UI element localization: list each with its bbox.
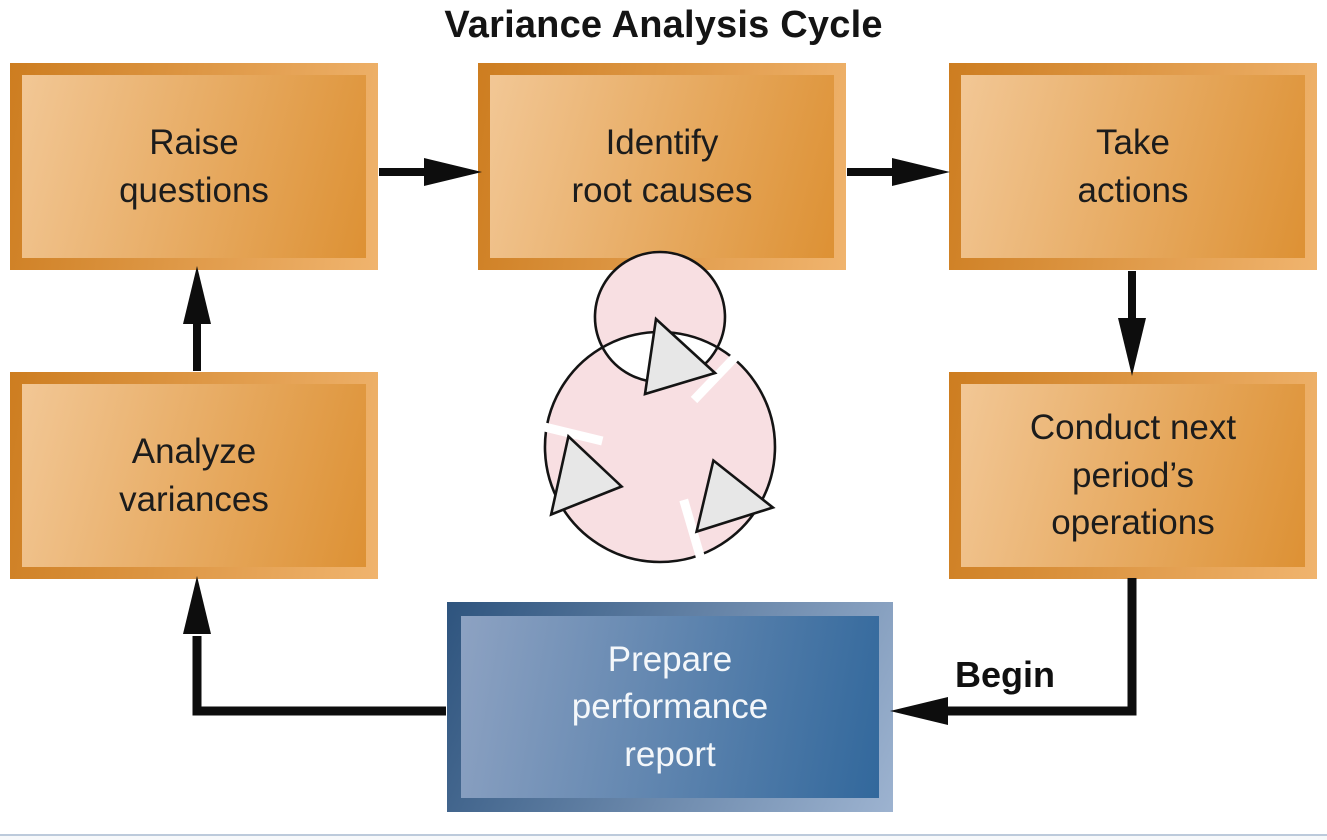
node-identify-root-causes-label: Identify root causes xyxy=(571,122,753,210)
node-raise-questions-label: Raise questions xyxy=(119,122,269,210)
cycle-arrowhead-top xyxy=(643,316,742,404)
node-raise-questions: Raise questions xyxy=(10,63,378,270)
node-raise-questions-fill: Raise questions xyxy=(22,75,366,258)
node-take-actions-fill: Take actions xyxy=(961,75,1305,258)
node-analyze-variances-fill: Analyze variances xyxy=(22,384,366,567)
node-conduct-next-period: Conduct next period’s operations xyxy=(949,372,1317,579)
node-prepare-performance-report-label: Prepare performance report xyxy=(571,639,769,774)
node-analyze-variances-label: Analyze variances xyxy=(119,431,269,519)
cycle-arrows-icon xyxy=(539,250,777,564)
node-prepare-performance-report: Prepare performance report xyxy=(447,602,893,812)
arrow-raise-to-identify xyxy=(379,158,482,186)
node-conduct-next-period-label: Conduct next period’s operations xyxy=(1029,408,1237,543)
node-prepare-performance-report-fill: Prepare performance report xyxy=(461,616,879,798)
arrow-identify-to-take xyxy=(847,158,950,186)
arrow-prepare-to-analyze xyxy=(183,576,446,716)
node-take-actions-label: Take actions xyxy=(1077,122,1189,210)
node-identify-root-causes-fill: Identify root causes xyxy=(490,75,834,258)
arrow-conduct-to-prepare xyxy=(890,578,1137,725)
node-take-actions: Take actions xyxy=(949,63,1317,270)
begin-label: Begin xyxy=(954,654,1055,695)
node-analyze-variances: Analyze variances xyxy=(10,372,378,579)
arrow-take-to-conduct xyxy=(1118,271,1146,376)
diagram-title: Variance Analysis Cycle xyxy=(444,4,883,46)
footer-rule xyxy=(0,834,1327,836)
cycle-arrowhead-right xyxy=(679,458,776,563)
node-conduct-next-period-fill: Conduct next period’s operations xyxy=(961,384,1305,567)
node-identify-root-causes: Identify root causes xyxy=(478,63,846,270)
footer-gap xyxy=(0,836,1327,840)
cycle-ring xyxy=(543,250,777,564)
arrow-analyze-to-raise xyxy=(183,266,211,371)
cycle-arrowhead-left xyxy=(539,421,624,517)
